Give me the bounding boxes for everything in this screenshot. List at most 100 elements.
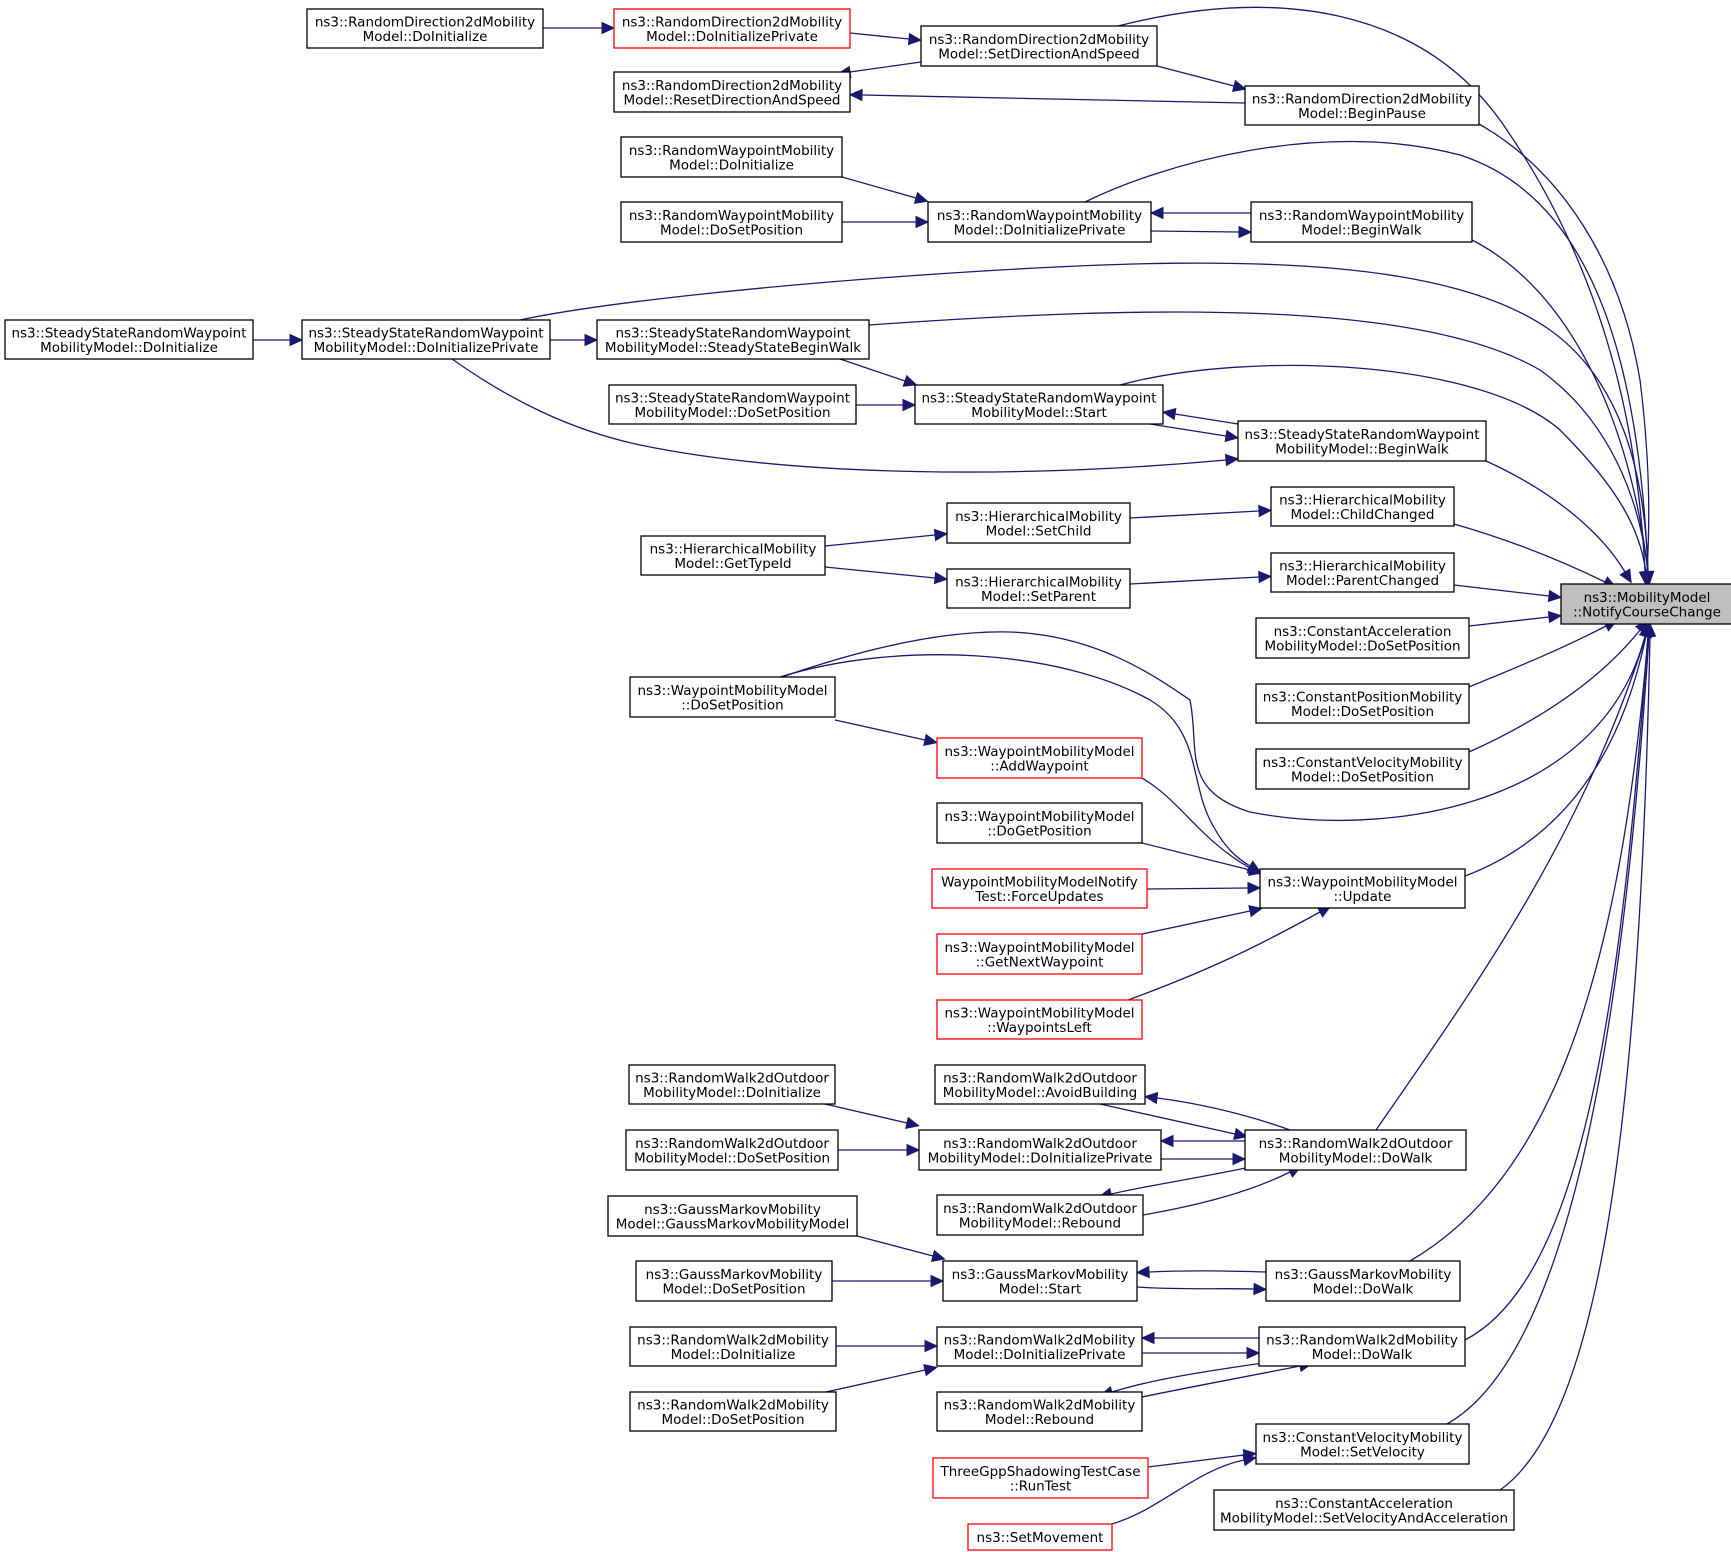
node-box[interactable] (931, 868, 1148, 909)
node-box[interactable] (629, 676, 836, 718)
node-box[interactable] (1560, 583, 1731, 625)
node-box[interactable] (1258, 1326, 1466, 1367)
node-box[interactable] (1255, 1423, 1470, 1465)
node-box[interactable] (1255, 748, 1470, 790)
node-box[interactable] (1265, 1260, 1461, 1302)
node-h-childchanged[interactable]: ns3::HierarchicalMobilityModel::ChildCha… (1270, 486, 1455, 527)
node-ro-rebound[interactable]: ns3::RandomWalk2dOutdoorMobilityModel::R… (936, 1194, 1144, 1236)
node-box[interactable] (608, 384, 857, 425)
node-box[interactable] (967, 1523, 1113, 1551)
node-box[interactable] (936, 1326, 1143, 1367)
node-box[interactable] (1259, 868, 1466, 909)
node-box[interactable] (1244, 85, 1480, 126)
node-ro-avoid[interactable]: ns3::RandomWalk2dOutdoorMobilityModel::A… (934, 1064, 1146, 1105)
node-box[interactable] (301, 319, 551, 360)
node-box[interactable] (4, 319, 254, 360)
node-rd-setdir[interactable]: ns3::RandomDirection2dMobilityModel::Set… (920, 25, 1158, 67)
node-rw-dosetpos[interactable]: ns3::RandomWaypointMobilityModel::DoSetP… (620, 201, 843, 243)
node-rd-beginpause[interactable]: ns3::RandomDirection2dMobilityModel::Beg… (1244, 85, 1480, 126)
node-box[interactable] (1270, 486, 1455, 527)
node-box[interactable] (1250, 201, 1473, 243)
node-box[interactable] (625, 1129, 839, 1171)
node-box[interactable] (596, 319, 870, 360)
node-box[interactable] (1213, 1489, 1515, 1531)
node-ca-setvelacc[interactable]: ns3::ConstantAccelerationMobilityModel::… (1213, 1489, 1515, 1531)
node-rd-reset[interactable]: ns3::RandomDirection2dMobilityModel::Res… (613, 71, 851, 113)
node-ss-beginwalk[interactable]: ns3::SteadyStateRandomWaypointMobilityMo… (1237, 420, 1487, 462)
node-wp-update[interactable]: ns3::WaypointMobilityModel::Update (1259, 868, 1466, 909)
node-wp-getnext[interactable]: ns3::WaypointMobilityModel::GetNextWaypo… (936, 933, 1143, 975)
node-ss-doinitpriv[interactable]: ns3::SteadyStateRandomWaypointMobilityMo… (301, 319, 551, 360)
node-gpp-runtest[interactable]: ThreeGppShadowingTestCase::RunTest (932, 1457, 1149, 1499)
node-box[interactable] (635, 1260, 833, 1302)
node-rw-doinit[interactable]: ns3::RandomWaypointMobilityModel::DoInit… (620, 136, 843, 178)
node-ss-doinit[interactable]: ns3::SteadyStateRandomWaypointMobilityMo… (4, 319, 254, 360)
node-h-gettypeid[interactable]: ns3::HierarchicalMobilityModel::GetTypeI… (640, 535, 826, 576)
node-box[interactable] (927, 201, 1152, 243)
node-cv-dosetpos[interactable]: ns3::ConstantVelocityMobilityModel::DoSe… (1255, 748, 1470, 790)
node-box[interactable] (607, 1195, 858, 1237)
node-box[interactable] (936, 933, 1143, 975)
node-box[interactable] (613, 8, 851, 49)
node-ro-dowalk[interactable]: ns3::RandomWalk2dOutdoorMobilityModel::D… (1244, 1129, 1467, 1171)
node-h-parentchanged[interactable]: ns3::HierarchicalMobilityModel::ParentCh… (1270, 552, 1455, 593)
node-wp-dosetpos[interactable]: ns3::WaypointMobilityModel::DoSetPositio… (629, 676, 836, 718)
node-box[interactable] (918, 1129, 1162, 1171)
node-box[interactable] (946, 568, 1131, 609)
node-wp-addwaypoint[interactable]: ns3::WaypointMobilityModel::AddWaypoint (936, 737, 1143, 779)
node-rw-beginwalk[interactable]: ns3::RandomWaypointMobilityModel::BeginW… (1250, 201, 1473, 243)
node-h-setparent[interactable]: ns3::HierarchicalMobilityModel::SetParen… (946, 568, 1131, 609)
node-box[interactable] (620, 201, 843, 243)
node-box[interactable] (932, 1457, 1149, 1499)
node-box[interactable] (1270, 552, 1455, 593)
node-box[interactable] (936, 802, 1143, 844)
node-box[interactable] (620, 136, 843, 178)
node-box[interactable] (1255, 683, 1470, 724)
node-ss-start[interactable]: ns3::SteadyStateRandomWaypointMobilityMo… (914, 384, 1164, 425)
node-wp-waypointsleft[interactable]: ns3::WaypointMobilityModel::WaypointsLef… (936, 999, 1143, 1040)
node-root[interactable]: ns3::MobilityModel::NotifyCourseChange (1560, 583, 1731, 625)
node-ca-dosetpos[interactable]: ns3::ConstantAccelerationMobilityModel::… (1255, 617, 1470, 659)
node-box[interactable] (934, 1064, 1146, 1105)
node-box[interactable] (629, 1326, 837, 1367)
node-box[interactable] (628, 1064, 836, 1105)
node-wp-dogetpos[interactable]: ns3::WaypointMobilityModel::DoGetPositio… (936, 802, 1143, 844)
node-box[interactable] (946, 502, 1131, 544)
node-ro-doinit[interactable]: ns3::RandomWalk2dOutdoorMobilityModel::D… (628, 1064, 836, 1105)
node-ro-doinitpriv[interactable]: ns3::RandomWalk2dOutdoorMobilityModel::D… (918, 1129, 1162, 1171)
node-box[interactable] (613, 71, 851, 113)
node-box[interactable] (936, 999, 1143, 1040)
node-gm-dowalk[interactable]: ns3::GaussMarkovMobilityModel::DoWalk (1265, 1260, 1461, 1302)
node-cp-dosetpos[interactable]: ns3::ConstantPositionMobilityModel::DoSe… (1255, 683, 1470, 724)
node-ss-dosetpos[interactable]: ns3::SteadyStateRandomWaypointMobilityMo… (608, 384, 857, 425)
node-box[interactable] (920, 25, 1158, 67)
node-box[interactable] (936, 737, 1143, 779)
node-gm-start[interactable]: ns3::GaussMarkovMobilityModel::Start (942, 1260, 1138, 1302)
node-rd-doinitpriv[interactable]: ns3::RandomDirection2dMobilityModel::DoI… (613, 8, 851, 49)
node-r2-doinitpriv[interactable]: ns3::RandomWalk2dMobilityModel::DoInitia… (936, 1326, 1143, 1367)
node-box[interactable] (914, 384, 1164, 425)
node-setmovement[interactable]: ns3::SetMovement (967, 1523, 1113, 1551)
node-cv-setvel[interactable]: ns3::ConstantVelocityMobilityModel::SetV… (1255, 1423, 1470, 1465)
node-rd-doinit[interactable]: ns3::RandomDirection2dMobilityModel::DoI… (306, 8, 544, 49)
node-box[interactable] (936, 1194, 1144, 1236)
node-box[interactable] (936, 1391, 1143, 1432)
node-box[interactable] (640, 535, 826, 576)
node-box[interactable] (942, 1260, 1138, 1302)
node-rw-doinitpriv[interactable]: ns3::RandomWaypointMobilityModel::DoInit… (927, 201, 1152, 243)
node-ss-ssbeginwalk[interactable]: ns3::SteadyStateRandomWaypointMobilityMo… (596, 319, 870, 360)
node-gm-dosetpos[interactable]: ns3::GaussMarkovMobilityModel::DoSetPosi… (635, 1260, 833, 1302)
node-ro-dosetpos[interactable]: ns3::RandomWalk2dOutdoorMobilityModel::D… (625, 1129, 839, 1171)
node-box[interactable] (1244, 1129, 1467, 1171)
node-box[interactable] (1237, 420, 1487, 462)
node-box[interactable] (306, 8, 544, 49)
node-r2-dosetpos[interactable]: ns3::RandomWalk2dMobilityModel::DoSetPos… (629, 1391, 837, 1432)
node-gm-ctor[interactable]: ns3::GaussMarkovMobilityModel::GaussMark… (607, 1195, 858, 1237)
node-box[interactable] (629, 1391, 837, 1432)
node-box[interactable] (1255, 617, 1470, 659)
node-wp-forceupdates[interactable]: WaypointMobilityModelNotifyTest::ForceUp… (931, 868, 1148, 909)
node-r2-doinit[interactable]: ns3::RandomWalk2dMobilityModel::DoInitia… (629, 1326, 837, 1367)
